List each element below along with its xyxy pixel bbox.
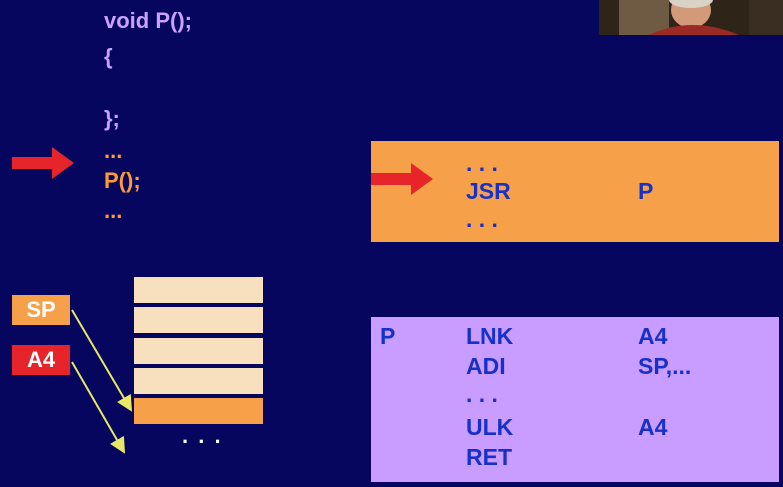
caller-dots-bottom: . . . [466,206,498,232]
a4-register-box: A4 [12,345,70,375]
stack-cell [134,368,263,394]
stack-cell-top [134,398,263,424]
caller-dots-top: . . . [466,150,498,176]
stack-cell [134,307,263,333]
code-line-4: }; [104,106,120,131]
stack-cell [134,277,263,303]
callee-op-1: LNK [466,323,514,349]
code-line-6-call: P(); [104,168,141,193]
current-line-arrow-icon [12,147,74,179]
presenter-photo [599,0,783,35]
code-line-2: { [104,44,113,69]
a4-pointer-arrow-icon [71,361,126,454]
caller-instruction: JSR [466,178,511,204]
code-line-7: ... [104,198,123,223]
code-line-1: void P(); [104,8,192,33]
caller-code-block: . . . JSR P . . . [371,141,779,242]
caller-operand: P [638,178,654,204]
callee-arg-4: A4 [638,414,668,440]
callee-code-block: P LNK A4 ADI SP,... . . . ULK A4 RET [371,317,779,482]
callee-op-4: ULK [466,414,514,440]
sp-register-box: SP [12,295,70,325]
sp-pointer-arrow-icon [71,309,133,412]
code-line-5: ... [104,138,123,163]
current-instruction-arrow-icon [371,163,433,195]
callee-arg-2: SP,... [638,353,692,379]
callee-op-3: . . . [466,381,498,407]
callee-label: P [380,323,396,349]
stack-cell [134,338,263,364]
callee-arg-1: A4 [638,323,668,349]
stack-continuation-dots: . . . [182,423,223,448]
presenter-webcam [599,0,783,35]
callee-op-5: RET [466,444,512,470]
callee-op-2: ADI [466,353,506,379]
